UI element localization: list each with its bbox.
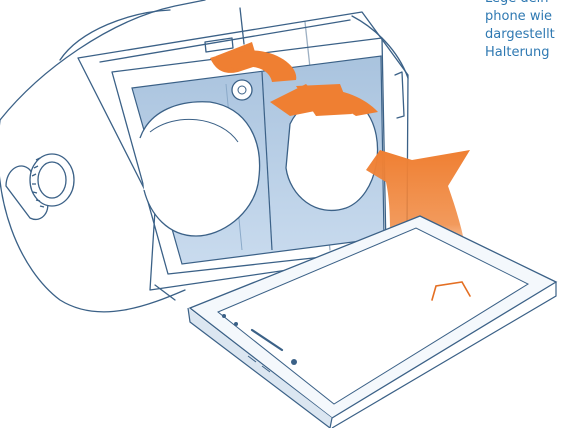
- instruction-line: Halterung: [485, 44, 576, 62]
- instruction-line: dargestellt: [485, 26, 576, 44]
- instruction-line: phone wie: [485, 8, 576, 26]
- instruction-text: Lege dein phone wie dargestellt Halterun…: [485, 0, 576, 62]
- focus-dial-icon: [6, 154, 74, 219]
- instruction-line: Lege dein: [485, 0, 576, 8]
- lens-panel: [132, 56, 384, 264]
